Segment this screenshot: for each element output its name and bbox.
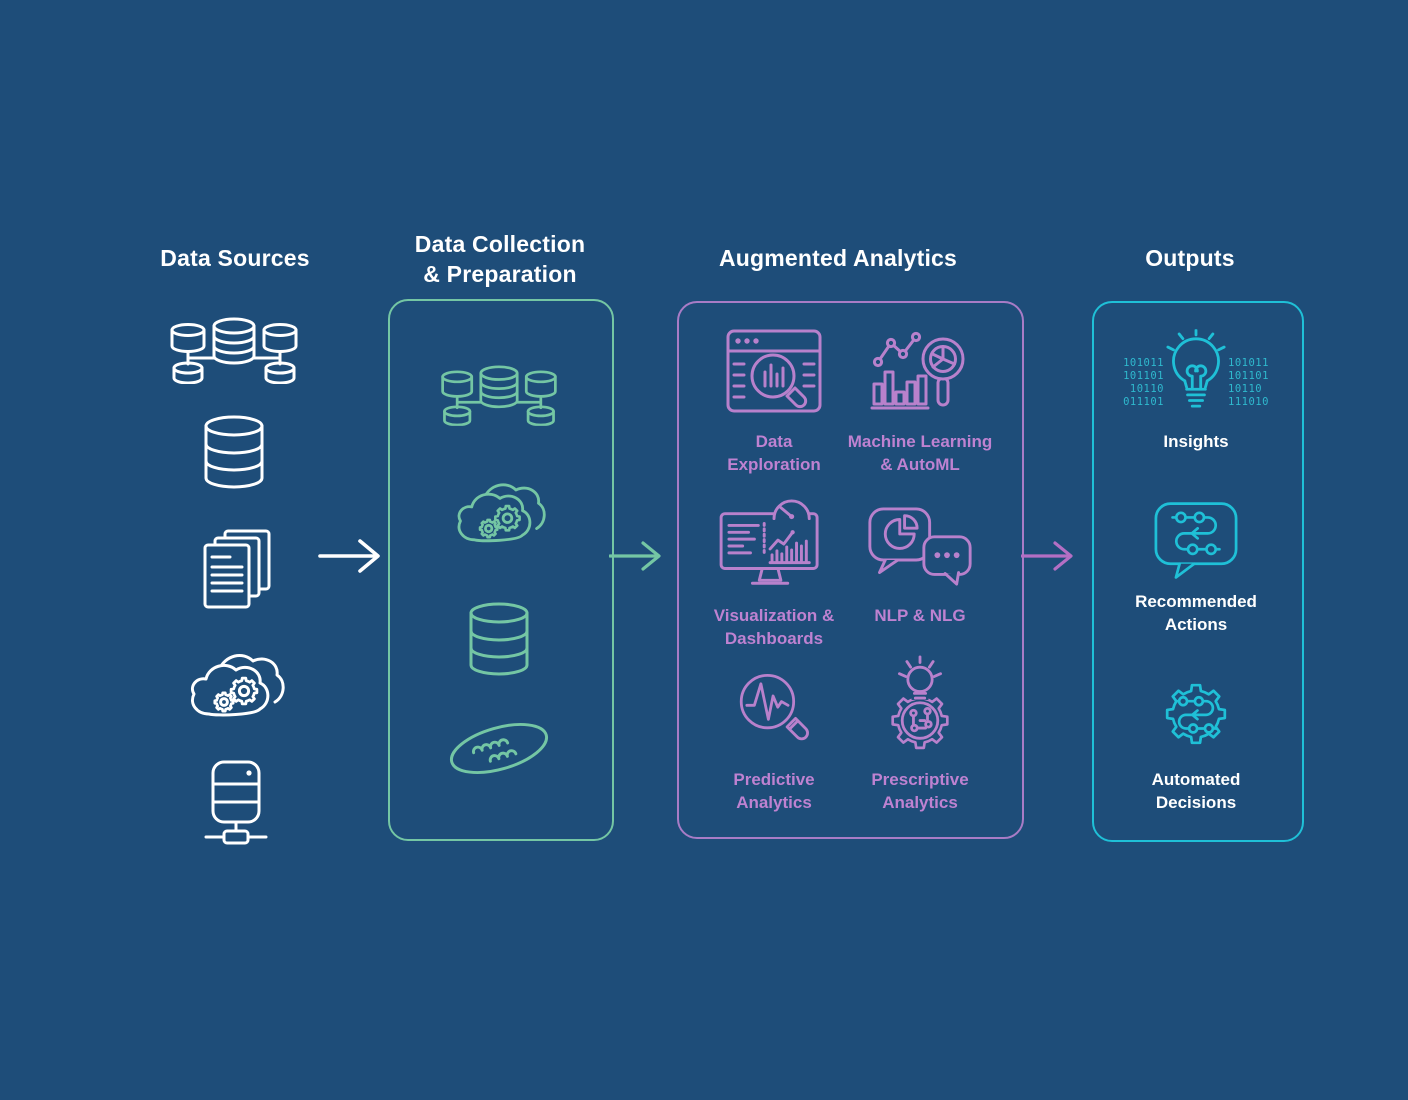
output-item-insights: 101011 101101 10110 011101 101011 101101… — [1092, 322, 1300, 453]
analytics-item-label: Predictive Analytics — [733, 770, 815, 812]
recommended-actions-icon — [1152, 500, 1240, 582]
analytics-item-predictive: Predictive Analytics — [688, 662, 860, 814]
insights-composite: 101011 101101 10110 011101 101011 101101… — [1123, 322, 1269, 418]
output-item-label: Insights — [1163, 432, 1229, 451]
binary-code-right: 101011 101101 10110 111010 — [1228, 357, 1269, 408]
analytics-item-label: Data Exploration — [727, 432, 821, 474]
arrow-right-green-icon — [609, 541, 661, 571]
nlp-nlg-icon — [866, 505, 974, 588]
database-icon — [201, 414, 267, 492]
output-item-recommended-actions: Recommended Actions — [1092, 500, 1300, 636]
analytics-item-label: NLP & NLG — [874, 606, 966, 625]
arrow-right-white-icon — [318, 539, 380, 573]
arrow-right-purple-icon — [1021, 541, 1073, 571]
analytics-panel — [677, 301, 1024, 839]
collection-title-line1: Data Collection — [414, 231, 586, 257]
collection-title: Data Collection & Preparation — [350, 229, 650, 289]
binary-code-left: 101011 101101 10110 011101 — [1123, 357, 1164, 408]
machine-learning-automl-icon — [870, 326, 970, 420]
collection-title-line2: & Preparation — [423, 261, 577, 287]
analytics-item-ml-automl: Machine Learning & AutoML — [834, 326, 1006, 476]
analytics-item-label: Machine Learning & AutoML — [847, 432, 993, 474]
predictive-analytics-icon — [730, 666, 818, 754]
cloud-processing-icon — [452, 474, 546, 553]
prescriptive-analytics-icon — [871, 655, 969, 758]
data-lake-icon — [444, 716, 554, 781]
database-icon — [466, 601, 532, 679]
automated-decisions-icon — [1150, 666, 1242, 762]
analytics-item-prescriptive: Prescriptive Analytics — [834, 655, 1006, 814]
server-network-icon — [204, 758, 268, 846]
analytics-item-label: Prescriptive Analytics — [871, 770, 969, 812]
connected-databases-icon — [168, 316, 300, 384]
visualization-dashboards-icon — [716, 498, 832, 594]
analytics-item-label: Visualization & Dashboards — [713, 606, 835, 648]
analytics-item-data-exploration: Data Exploration — [688, 326, 860, 476]
outputs-panel — [1092, 301, 1304, 842]
output-item-automated-decisions: Automated Decisions — [1092, 666, 1300, 814]
insights-bulb-icon — [1166, 329, 1226, 412]
analytics-title: Augmented Analytics — [718, 245, 958, 271]
analytics-item-visualization: Visualization & Dashboards — [688, 498, 860, 650]
documents-icon — [197, 527, 273, 613]
data-sources-title: Data Sources — [160, 245, 310, 271]
connected-databases-icon — [439, 364, 559, 426]
output-item-label: Recommended Actions — [1135, 592, 1257, 634]
outputs-title: Outputs — [1145, 245, 1235, 271]
analytics-item-nlp-nlg: NLP & NLG — [834, 498, 1006, 627]
data-exploration-icon — [724, 327, 824, 419]
output-item-label: Automated Decisions — [1151, 770, 1241, 812]
collection-panel — [388, 299, 614, 841]
cloud-processing-icon — [185, 644, 285, 728]
